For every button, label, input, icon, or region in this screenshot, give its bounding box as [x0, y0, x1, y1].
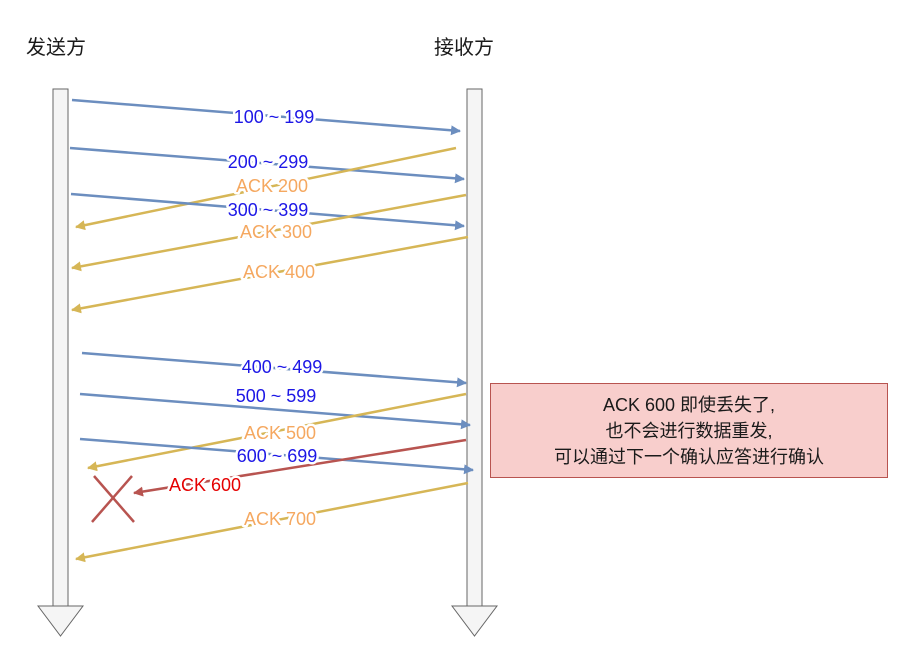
note-line: 也不会进行数据重发,	[605, 420, 773, 441]
sender-lifeline	[37, 88, 84, 637]
note-line: 可以通过下一个确认应答进行确认	[554, 446, 824, 467]
ack-label: ACK 500	[244, 423, 316, 443]
data-segment-arrow	[70, 192, 465, 231]
data-segment-arrow	[79, 392, 471, 430]
ack-label: ACK 400	[243, 262, 315, 282]
ack-arrow	[75, 481, 469, 563]
note-line: ACK 600 即使丢失了,	[602, 394, 776, 415]
data-segment-arrow	[71, 98, 461, 136]
data-segment-label: 500 ~ 599	[236, 386, 317, 406]
data-segment-label: 400 ~ 499	[242, 357, 323, 377]
receiver-lifeline	[451, 88, 498, 637]
lost-cross-icon	[91, 475, 135, 523]
ack-label: ACK 700	[244, 509, 316, 529]
ack-label: ACK 200	[236, 176, 308, 196]
ack-label: ACK 300	[240, 222, 312, 242]
ack-arrow	[71, 193, 467, 272]
sender-header: 发送方	[26, 35, 86, 59]
data-segment-arrow	[81, 351, 467, 388]
ack-arrow	[87, 392, 467, 472]
receiver-header: 接收方	[434, 35, 494, 59]
data-segment-arrow	[79, 437, 474, 475]
data-segment-label: 600 ~ 699	[237, 446, 318, 466]
data-segment-arrow	[69, 146, 465, 184]
lost-ack-arrow	[133, 438, 467, 497]
message-arrows	[69, 98, 474, 563]
lost-ack-note: ACK 600 即使丢失了, 也不会进行数据重发, 可以通过下一个确认应答进行确…	[490, 383, 888, 478]
ack-arrow	[75, 146, 457, 231]
ack-arrow	[71, 235, 469, 314]
data-segment-label: 300 ~ 399	[228, 200, 309, 220]
data-segment-label: 200 ~ 299	[228, 152, 309, 172]
data-segment-label: 100 ~ 199	[234, 107, 315, 127]
lost-ack-label: ACK 600	[169, 475, 241, 495]
